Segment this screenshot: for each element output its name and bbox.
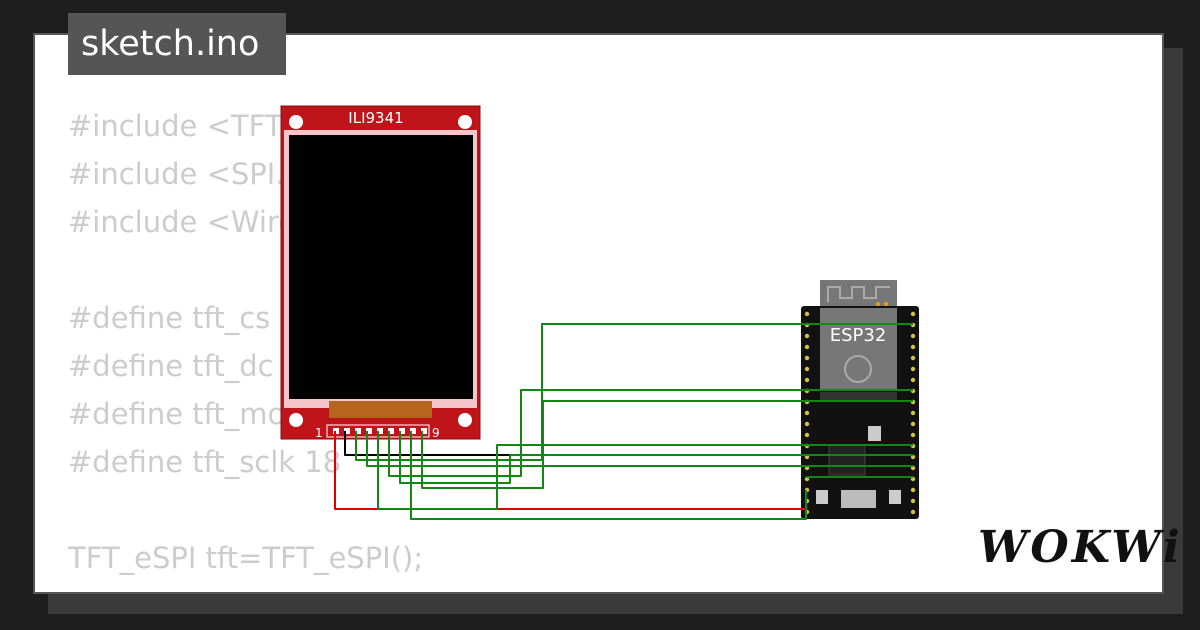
esp32-pin[interactable] (910, 377, 916, 383)
esp32-board[interactable]: ESP32 (801, 280, 919, 519)
display-pin[interactable] (355, 428, 361, 434)
preview-card (33, 33, 1164, 594)
antenna-trace-icon (827, 286, 890, 302)
display-pin[interactable] (377, 428, 383, 434)
mount-hole-icon (458, 413, 472, 427)
pin-last-label: 9 (432, 426, 440, 440)
esp32-pin[interactable] (910, 421, 916, 427)
esp32-module-shield (820, 308, 897, 390)
esp32-pin[interactable] (910, 311, 916, 317)
pin-first-label: 1 (315, 426, 323, 440)
code-line: #define tft_cs (68, 301, 271, 335)
esp32-pin[interactable] (910, 410, 916, 416)
esp32-pin[interactable] (910, 333, 916, 339)
en-button[interactable] (816, 490, 828, 504)
esp32-pin[interactable] (910, 432, 916, 438)
wire-vcc[interactable] (334, 431, 806, 510)
led-icon (884, 302, 888, 306)
esp32-pin[interactable] (804, 366, 810, 372)
wire-dc[interactable] (377, 431, 913, 510)
esp32-pin[interactable] (804, 344, 810, 350)
esp32-pin[interactable] (910, 355, 916, 361)
esp32-pin[interactable] (804, 355, 810, 361)
wire-mosi[interactable] (388, 389, 913, 477)
wire-miso[interactable] (421, 400, 913, 489)
code-line: #define tft_dc (68, 349, 274, 383)
esp32-pin[interactable] (804, 377, 810, 383)
usb-port-icon (841, 490, 876, 508)
esp32-pin[interactable] (804, 333, 810, 339)
esp32-pin[interactable] (804, 432, 810, 438)
mount-hole-icon (289, 115, 303, 129)
code-line: #include <SPI. (68, 157, 285, 191)
display-pin[interactable] (421, 428, 427, 434)
wire-sclk[interactable] (399, 431, 913, 484)
esp32-pin[interactable] (910, 487, 916, 493)
ili9341-display[interactable]: ILI9341 1 9 (280, 105, 481, 440)
display-pin[interactable] (366, 428, 372, 434)
mount-hole-icon (458, 115, 472, 129)
esp32-regulator (868, 426, 881, 441)
esp32-pin[interactable] (910, 498, 916, 504)
display-pin[interactable] (410, 428, 416, 434)
esp32-pin[interactable] (804, 410, 810, 416)
display-flex-cable (329, 401, 432, 418)
board-label: ESP32 (830, 325, 887, 346)
display-pin[interactable] (344, 428, 350, 434)
wire-reset[interactable] (366, 431, 806, 467)
sketch-filename-tab[interactable]: sketch.ino (68, 13, 286, 75)
wire-led[interactable] (410, 431, 807, 520)
esp32-pin[interactable] (910, 366, 916, 372)
code-line: TFT_eSPI tft=TFT_eSPI(); (68, 541, 424, 575)
code-line: #define tft_mo (68, 397, 286, 431)
display-label: ILI9341 (348, 109, 403, 127)
boot-button[interactable] (889, 490, 901, 504)
mount-hole-icon (289, 413, 303, 427)
esp32-pin[interactable] (910, 344, 916, 350)
esp32-pin[interactable] (804, 311, 810, 317)
esp32-pin[interactable] (804, 421, 810, 427)
espressif-logo-icon (844, 355, 872, 383)
led-icon (876, 302, 880, 306)
display-pin[interactable] (399, 428, 405, 434)
esp32-pin[interactable] (910, 509, 916, 515)
display-pin[interactable] (388, 428, 394, 434)
display-screen (289, 135, 473, 399)
wokwi-logo: WOKWi (978, 522, 1183, 573)
code-line: #define tft_sclk 18 (68, 445, 342, 479)
esp32-module-base (820, 392, 897, 400)
esp32-chip (828, 444, 866, 476)
